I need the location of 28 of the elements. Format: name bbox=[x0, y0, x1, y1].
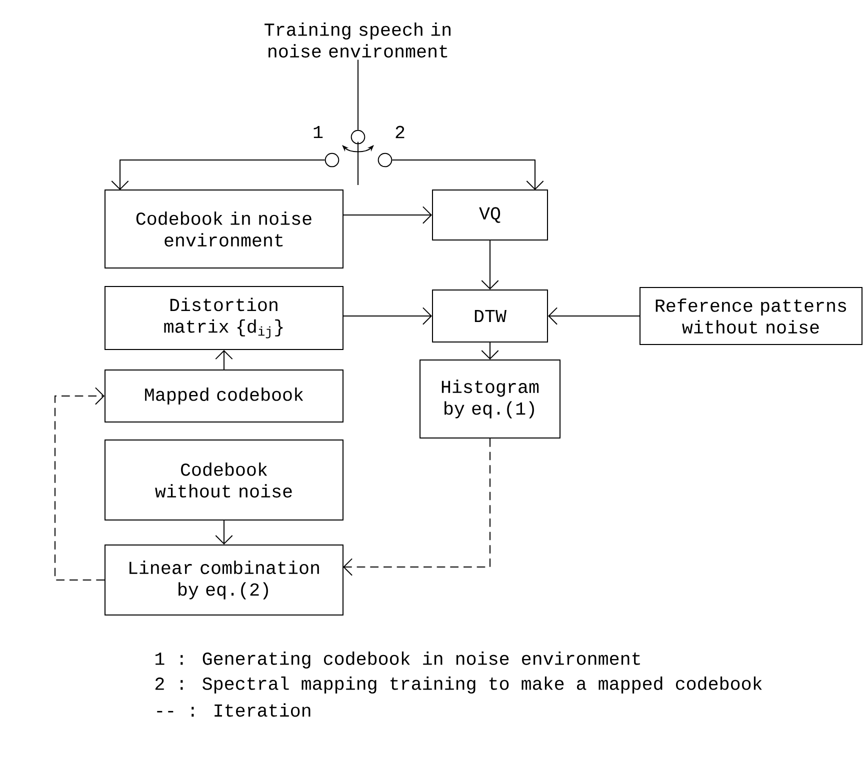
legend-text: -- : Iteration bbox=[157, 703, 310, 717]
process-box: Mapped codebook bbox=[104, 370, 344, 422]
process-box: Linear combination by eq.(2) bbox=[104, 544, 344, 616]
legend-text: 1 : Generating codebook in noise environment bbox=[156, 651, 640, 669]
switch-contact bbox=[324, 152, 340, 168]
legend-text: 2 : Spectral mapping training to make a mapped codebook bbox=[155, 676, 762, 694]
input-text: Training speech in noise environment bbox=[264, 22, 450, 58]
arrow bbox=[111, 160, 326, 190]
process-box: VQ bbox=[432, 190, 548, 240]
process-box: Histogram by eq.(1) bbox=[420, 360, 560, 438]
arrow bbox=[342, 307, 432, 325]
switch-position-number: 1 bbox=[314, 126, 323, 138]
arrow bbox=[392, 160, 544, 190]
process-box: DTW bbox=[432, 290, 548, 342]
arrow bbox=[548, 307, 640, 325]
switch-position-number: 2 bbox=[396, 126, 404, 138]
arrow bbox=[215, 350, 233, 370]
arrow bbox=[342, 206, 432, 224]
process-box: Reference patterns without noise bbox=[640, 287, 862, 345]
arrow bbox=[215, 520, 233, 545]
arrow bbox=[343, 438, 490, 576]
switch-contact bbox=[378, 152, 392, 168]
process-box: Distortion matrix {d$_{ij}$} bbox=[104, 286, 344, 350]
switch-contact bbox=[350, 130, 366, 144]
arrow bbox=[481, 240, 499, 290]
process-box: Codebook without noise bbox=[104, 440, 344, 520]
process-box: Codebook in noise environment bbox=[104, 190, 344, 268]
arrow bbox=[54, 387, 105, 580]
